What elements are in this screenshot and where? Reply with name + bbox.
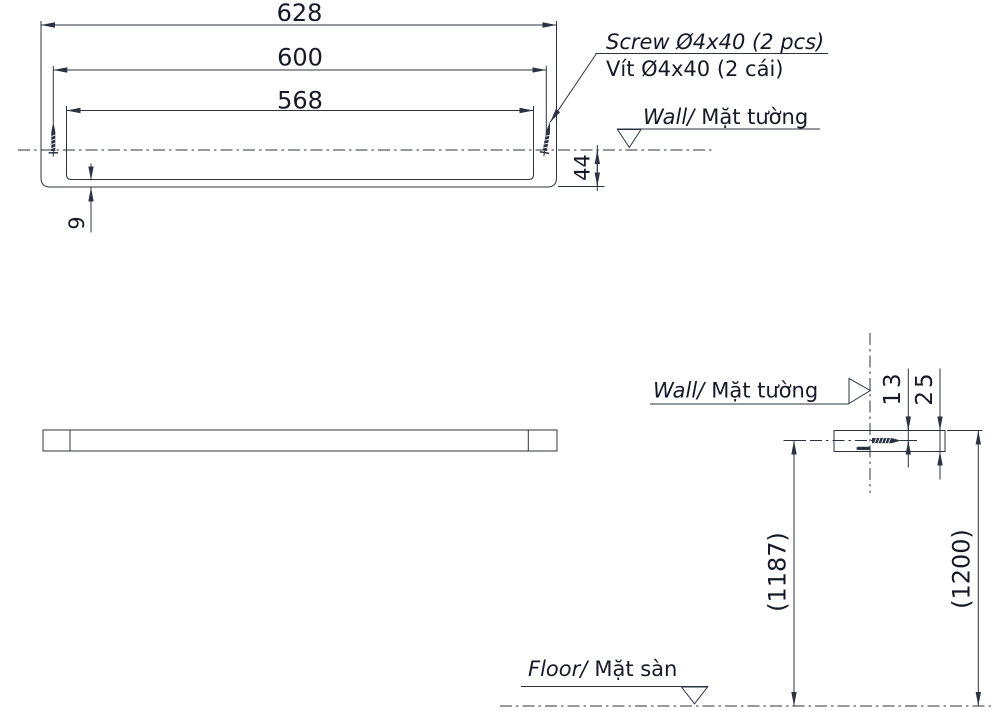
screw-right: [539, 121, 551, 157]
dim-text-600: 600: [277, 44, 323, 72]
dim-text-25: 25: [912, 370, 938, 405]
dim-text-1200: (1200): [948, 529, 976, 609]
screw-label-en: Screw Ø4x40 (2 pcs): [606, 30, 824, 54]
floor-symbol-triangle: [680, 686, 709, 705]
dim-text-628: 628: [277, 0, 323, 27]
dim-text-13: 13: [880, 370, 906, 405]
wall-symbol-triangle: [848, 377, 872, 405]
screw-side-view: [856, 437, 901, 450]
side-detail-view: [500, 333, 993, 707]
wall-label-detail: Wall/Mặt tường: [653, 379, 818, 403]
screw-label-vi: Vít Ø4x40 (2 cái): [606, 57, 784, 81]
dim-text-9: 9: [65, 216, 89, 229]
dim-text-1187: (1187): [764, 532, 792, 612]
wall-label-top: Wall/Mặt tường: [643, 105, 808, 129]
dim-text-44: 44: [571, 154, 595, 181]
top-view: [18, 21, 828, 233]
screw-left: [48, 121, 58, 157]
bar-inner-outline: [66, 150, 534, 180]
screw-leader-line: [549, 53, 597, 123]
floor-label: Floor/Mặt sàn: [528, 657, 677, 681]
bar-front-outline: [42, 429, 558, 452]
bar-outer-outline: [40, 150, 557, 188]
screw-end-view: [856, 446, 871, 450]
front-view: [42, 429, 558, 452]
wall-symbol-triangle: [616, 129, 642, 149]
dim-text-568: 568: [277, 87, 323, 115]
